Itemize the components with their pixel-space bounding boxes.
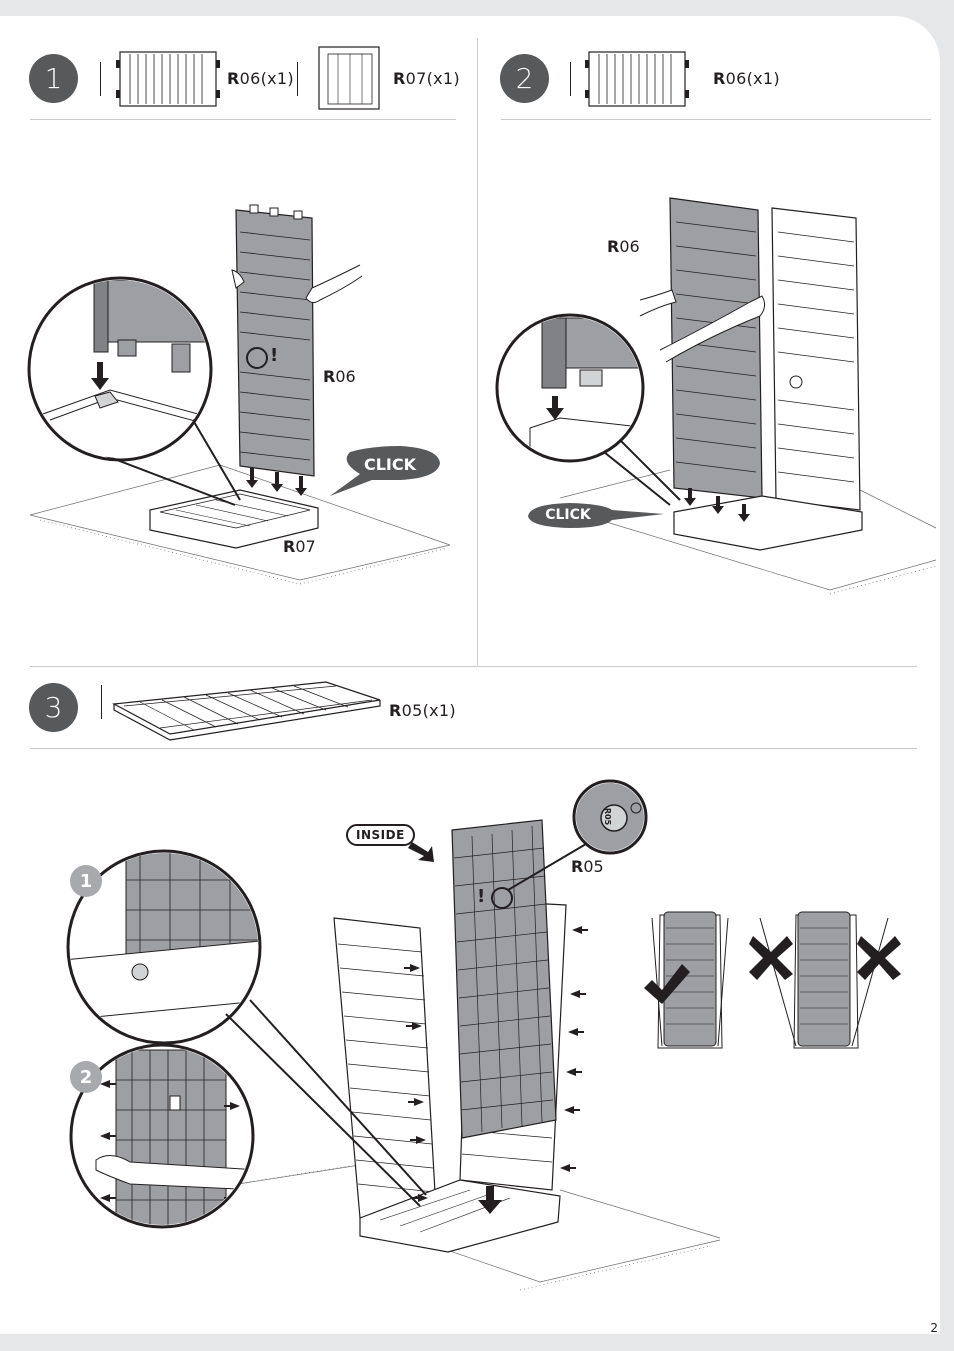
label-number: 06	[335, 367, 356, 386]
step-2-illustration	[495, 197, 937, 595]
part-code-prefix: R	[389, 701, 402, 720]
r05-emboss-text: R05	[603, 807, 613, 826]
label-number: 06	[619, 237, 640, 256]
step-1-rule	[30, 119, 456, 120]
part-quantity: (x1)	[422, 701, 456, 720]
step-2-click-callout: CLICK	[545, 507, 591, 523]
step-1-illustration	[27, 204, 451, 585]
part-code-number: 06	[239, 69, 261, 88]
label-number: 05	[583, 857, 604, 876]
part-quantity: (x1)	[426, 69, 460, 88]
step-2-part-r06-thumbnail	[585, 51, 689, 107]
part-code-number: 07	[405, 69, 427, 88]
step-2-rule	[501, 119, 931, 120]
step-3-rule	[30, 748, 917, 749]
substep-2-number: 2	[79, 1067, 93, 1088]
step-3-r05-label: R05	[571, 857, 604, 876]
label-prefix: R	[323, 367, 336, 386]
step-1-part-r07-label: R07(x1)	[393, 69, 460, 88]
step-2-number: 2	[500, 54, 549, 103]
step-1-part-r06-label: R06(x1)	[227, 69, 294, 88]
step-1-click-callout: CLICK	[363, 455, 417, 474]
step-1-number: 1	[29, 54, 78, 103]
step-2-r06-label: R06	[607, 237, 640, 256]
step-1-r07-label: R07	[283, 537, 316, 556]
part-quantity: (x1)	[260, 69, 294, 88]
part-code-number: 05	[401, 701, 423, 720]
step-divider	[477, 38, 478, 665]
label-prefix: R	[607, 237, 620, 256]
checkmark-icon	[644, 964, 690, 1004]
step-2-separator	[570, 62, 571, 96]
step-3-top-rule	[30, 666, 917, 667]
step-3-number: 3	[29, 683, 78, 732]
part-code-prefix: R	[393, 69, 406, 88]
step-1-warning-icon: !	[270, 345, 279, 366]
part-code-number: 06	[725, 69, 747, 88]
step-1-separator	[100, 62, 101, 96]
step-1-r06-label: R06	[323, 367, 356, 386]
step-3-part-r05-label: R05(x1)	[389, 701, 456, 720]
step-1-separator-2	[297, 62, 298, 96]
label-prefix: R	[571, 857, 584, 876]
step-2-part-r06-label: R06(x1)	[713, 69, 780, 88]
step-3-separator	[101, 685, 102, 719]
page-number: 2	[930, 1321, 938, 1335]
substep-1-number: 1	[79, 871, 93, 892]
step-3-part-r05-thumbnail	[111, 681, 381, 741]
step-1-part-r07-thumbnail	[318, 46, 380, 110]
cross-icon	[749, 936, 793, 980]
part-quantity: (x1)	[746, 69, 780, 88]
part-code-prefix: R	[713, 69, 726, 88]
step-3-warning-icon: !	[477, 886, 486, 907]
label-prefix: R	[283, 537, 296, 556]
cross-icon-2	[857, 936, 901, 980]
part-code-prefix: R	[227, 69, 240, 88]
label-number: 07	[295, 537, 316, 556]
step-1-part-r06-thumbnail	[116, 51, 220, 107]
inside-badge: INSIDE	[346, 824, 415, 846]
